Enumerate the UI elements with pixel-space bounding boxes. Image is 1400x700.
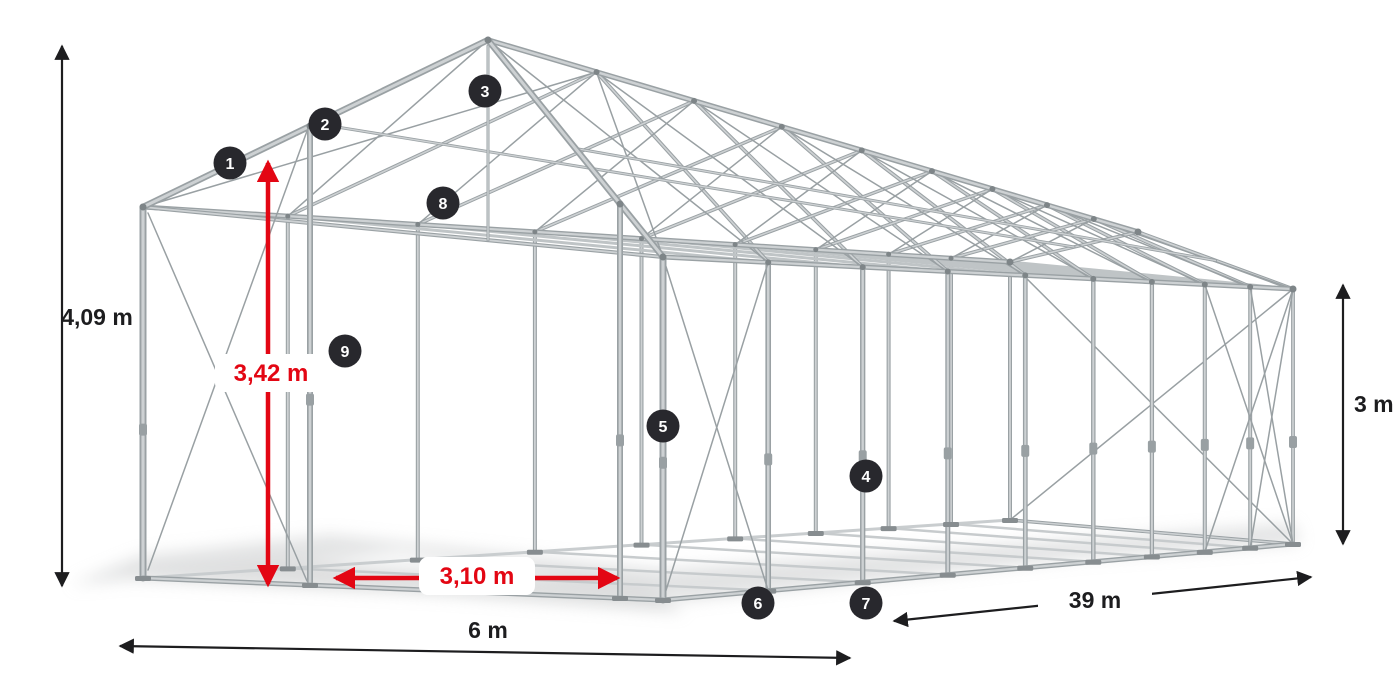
length-label: 39 m bbox=[1069, 587, 1121, 613]
badge-6-number: 6 bbox=[754, 596, 763, 613]
badge-6-circle[interactable] bbox=[741, 586, 775, 620]
callout-badge-6[interactable]: 6 bbox=[741, 586, 775, 620]
badge-8-number: 8 bbox=[439, 196, 448, 213]
width-label: 6 m bbox=[468, 617, 508, 643]
callout-badge-4[interactable]: 4 bbox=[849, 459, 883, 493]
callout-badge-8[interactable]: 8 bbox=[426, 186, 460, 220]
width-arrow bbox=[118, 638, 852, 666]
callout-badge-9[interactable]: 9 bbox=[328, 334, 362, 368]
dimension-entrance-width: 3,10 m bbox=[332, 557, 621, 595]
badge-4-number: 4 bbox=[862, 469, 871, 486]
callout-badge-7[interactable]: 7 bbox=[849, 586, 883, 620]
badge-9-number: 9 bbox=[341, 344, 350, 361]
entrance-width-label: 3,10 m bbox=[440, 563, 515, 590]
dimension-inner-height: 3,42 m bbox=[215, 159, 327, 588]
callout-badge-1[interactable]: 1 bbox=[213, 146, 247, 180]
badge-5-number: 5 bbox=[659, 419, 668, 436]
badge-4-circle[interactable] bbox=[849, 459, 883, 493]
badge-3-number: 3 bbox=[481, 84, 490, 101]
badge-5-circle[interactable] bbox=[646, 409, 680, 443]
inner-height-label: 3,42 m bbox=[234, 360, 309, 387]
entrance-width-pill bbox=[419, 557, 535, 595]
inner-height-pill bbox=[215, 354, 327, 392]
side-height-label: 3 m bbox=[1354, 391, 1394, 417]
badge-3-circle[interactable] bbox=[468, 74, 502, 108]
badge-7-circle[interactable] bbox=[849, 586, 883, 620]
badge-2-circle[interactable] bbox=[308, 107, 342, 141]
badge-1-number: 1 bbox=[226, 156, 235, 173]
badge-8-circle[interactable] bbox=[426, 186, 460, 220]
dimension-width: 6 m bbox=[118, 617, 852, 666]
badge-9-circle[interactable] bbox=[328, 334, 362, 368]
length-label-mask bbox=[1038, 584, 1152, 616]
badge-7-number: 7 bbox=[862, 596, 871, 613]
callout-badge-3[interactable]: 3 bbox=[468, 74, 502, 108]
callout-badge-5[interactable]: 5 bbox=[646, 409, 680, 443]
dimension-length: 39 m bbox=[892, 570, 1313, 628]
dimension-side-height: 3 m bbox=[1335, 283, 1394, 546]
tent-steel-frame bbox=[135, 36, 1301, 604]
callout-badge-2[interactable]: 2 bbox=[308, 107, 342, 141]
badge-1-circle[interactable] bbox=[213, 146, 247, 180]
callout-badges: 1 2 3 4 5 6 7 8 bbox=[213, 74, 883, 620]
total-height-label: 4,09 m bbox=[61, 304, 133, 330]
dimension-total-height: 4,09 m bbox=[54, 44, 133, 588]
badge-2-number: 2 bbox=[321, 117, 330, 134]
